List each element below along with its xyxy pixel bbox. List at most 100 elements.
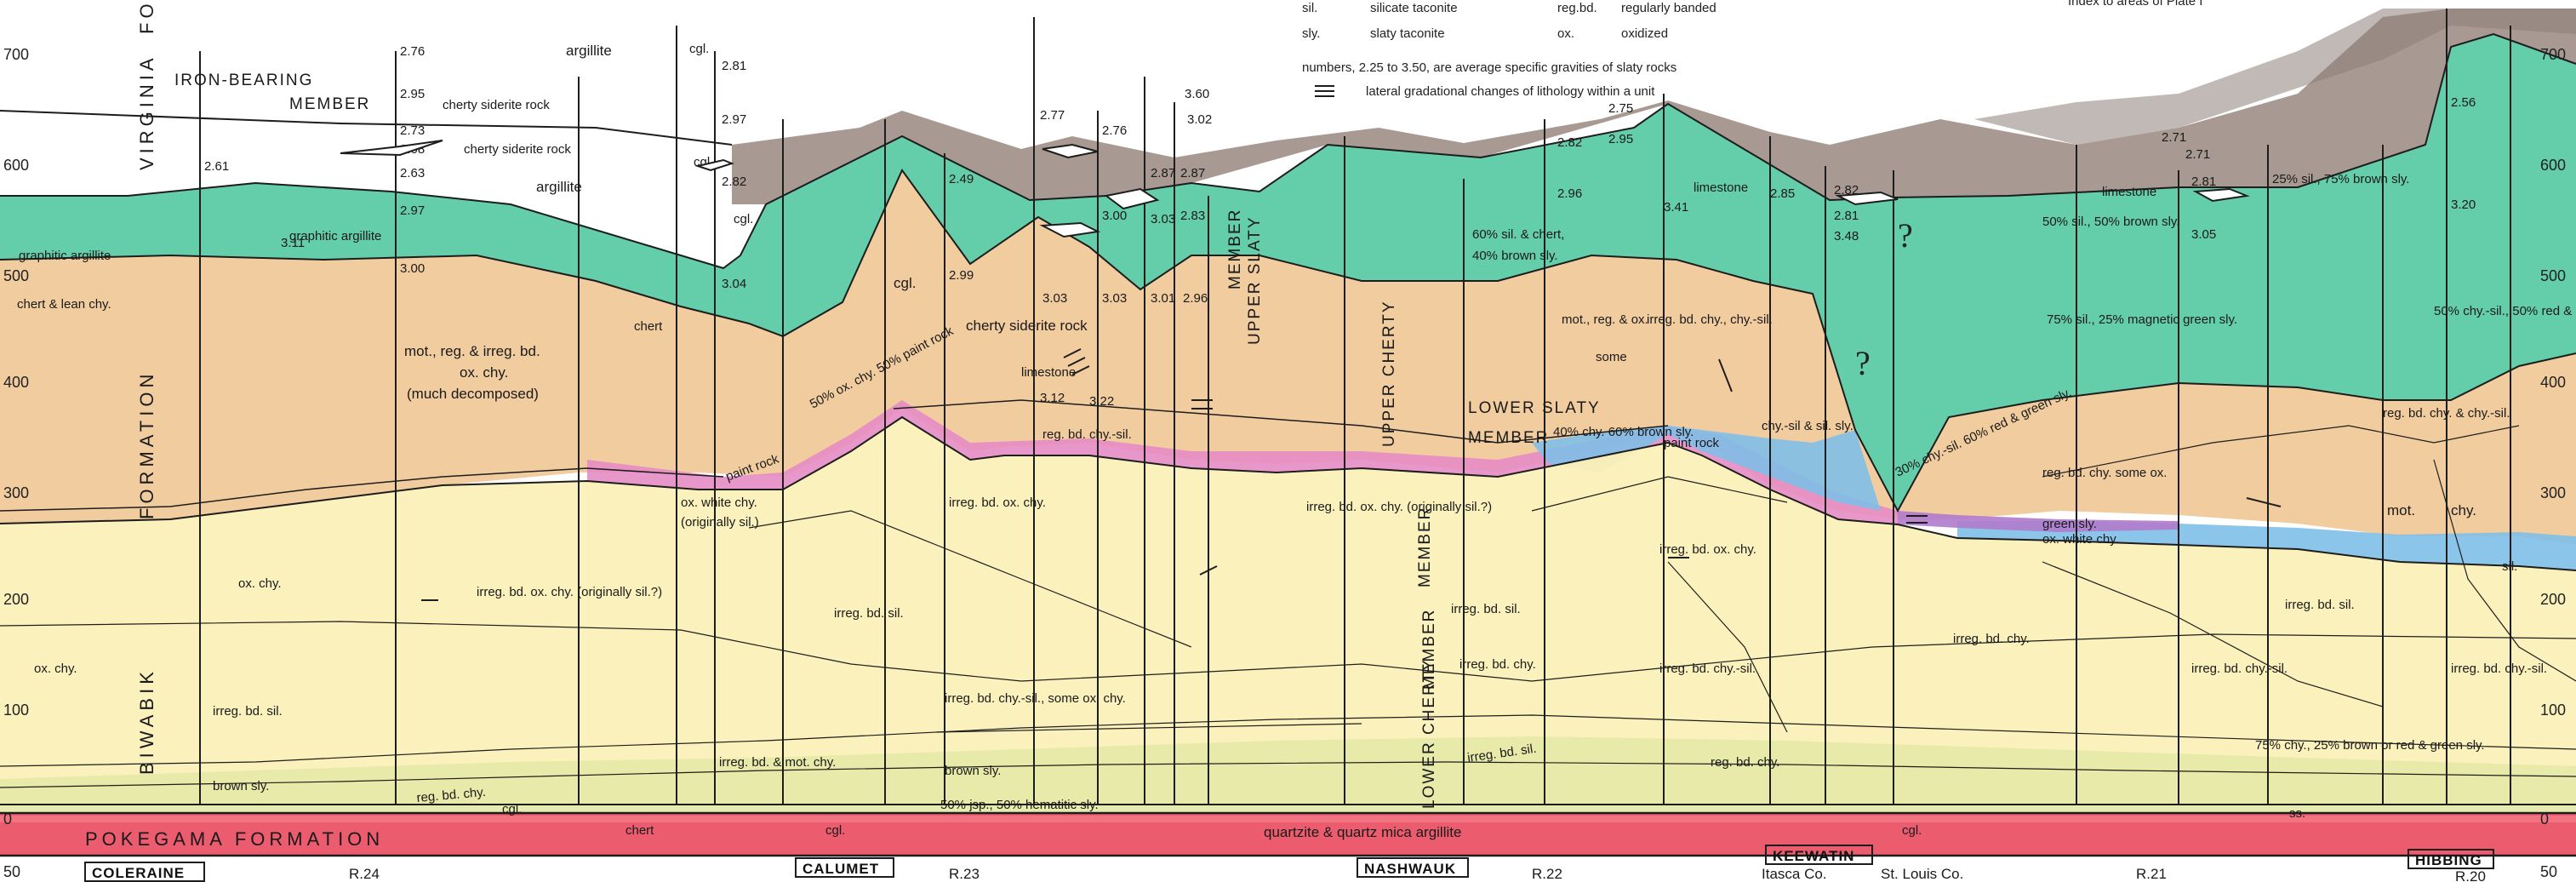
gravity-value: 2.56 xyxy=(2451,95,2476,110)
question-mark-upper: ? xyxy=(1898,216,1913,255)
gravity-value: 2.87 xyxy=(1151,166,1175,180)
gravity-value: 3.03 xyxy=(1151,212,1175,226)
mot-label: mot. xyxy=(2387,502,2415,518)
argillite-mid-label: argillite xyxy=(536,179,582,195)
place-names: COLERAINE CALUMET NASHWAUK KEEWATIN HIBB… xyxy=(84,845,2494,882)
iron-bearing-member-label: MEMBER xyxy=(289,95,370,113)
gradational-symbol xyxy=(1315,85,1334,97)
legend-text-regbd: regularly banded xyxy=(1621,1,1716,15)
irreg-bd-sil-mid-label: irreg. bd. sil. xyxy=(834,606,904,621)
irreg-bd-ox-chy-orig-label: irreg. bd. ox. chy. (originally sil.?) xyxy=(1306,500,1492,514)
calumet-box xyxy=(795,857,894,878)
range-23-label: R.23 xyxy=(949,866,980,882)
gravity-value: 3.12 xyxy=(1040,391,1065,405)
brown-sly-calumet-label: brown sly. xyxy=(945,764,1001,778)
right-tick-400: 400 xyxy=(2540,374,2566,391)
gravity-value: 2.81 xyxy=(2191,175,2216,189)
left-tick-100: 100 xyxy=(3,702,29,719)
gravity-value: 2.96 xyxy=(1183,291,1208,306)
ox-chy-far-left-label: ox. chy. xyxy=(34,662,77,676)
brown-sly-40-label: 40% brown sly. xyxy=(1472,249,1558,263)
brown-sly-left-label: brown sly. xyxy=(213,779,269,793)
legend-text-sly: slaty taconite xyxy=(1370,26,1445,41)
jsp-hematitic-label: 50% jsp., 50% hematitic sly. xyxy=(940,798,1099,812)
legend-note-gravities: numbers, 2.25 to 3.50, are average speci… xyxy=(1302,60,1676,75)
gravity-value: 2.81 xyxy=(722,59,746,73)
gravity-value: 3.05 xyxy=(2191,227,2216,242)
gravity-value: 3.04 xyxy=(722,277,746,291)
legend-abbr-regbd: reg.bd. xyxy=(1557,1,1597,15)
sil-25-75-label: 25% sil., 75% brown sly. xyxy=(2272,172,2409,186)
gravity-value: 2.77 xyxy=(1040,108,1065,123)
upper-cherty-tan xyxy=(0,170,2576,545)
irreg-bd-ox-chy-calumet-label: irreg. bd. ox. chy. xyxy=(949,495,1046,510)
limestone-hibbing-label: limestone xyxy=(2102,185,2156,199)
right-tick-700: 700 xyxy=(2540,46,2566,63)
ox-white-chy-label: ox. white chy. xyxy=(681,495,757,510)
irreg-bd-chy-sil-farright-label: irreg. bd. chy.-sil. xyxy=(2451,662,2547,676)
right-tick-50: 50 xyxy=(2540,863,2557,880)
gravity-value: 2.49 xyxy=(949,172,974,186)
legend: sil. silicate taconite reg.bd. regularly… xyxy=(1302,0,2202,99)
gravity-value: 2.83 xyxy=(1180,209,1205,223)
gravity-value: 2.99 xyxy=(949,268,974,283)
chert-lean-label: chert & lean chy. xyxy=(17,297,111,312)
gravity-value: 2.85 xyxy=(1770,186,1795,201)
irreg-bd-mot-chy-label: irreg. bd. & mot. chy. xyxy=(719,755,836,770)
hibbing-box xyxy=(2408,849,2494,869)
left-tick-50: 50 xyxy=(3,863,20,880)
gravity-value: 2.97 xyxy=(400,203,425,218)
gravity-value: 2.95 xyxy=(400,87,425,101)
green-sly-label: green sly. xyxy=(2042,517,2097,531)
range-24-label: R.24 xyxy=(349,866,380,882)
legend-abbr-sil: sil. xyxy=(1302,1,1317,15)
argillite-band-top xyxy=(1974,9,2576,145)
gravity-value: 2.87 xyxy=(1180,166,1205,180)
legend-note-gradational: lateral gradational changes of lithology… xyxy=(1366,84,1655,99)
mot-reg-ox-label: mot., reg. & ox. xyxy=(1562,312,1648,327)
gravity-value: 2.73 xyxy=(400,123,425,138)
formation-labels: VIRGINIA FORMATION BIWABIK FORMATION POK… xyxy=(85,0,1599,850)
upper-slaty-green xyxy=(0,34,2576,511)
cherty-siderite-top-label: cherty siderite rock xyxy=(443,98,550,112)
irreg-bd-chy-sil-label: irreg. bd. chy., chy.-sil. xyxy=(1647,312,1773,327)
some-label: some xyxy=(1596,350,1627,364)
chy-sil-50-label: 50% chy.-sil., 50% red & green sly. xyxy=(2434,304,2576,318)
cherty-siderite-mid-label: cherty siderite rock xyxy=(464,142,571,157)
hibbing-label: HIBBING xyxy=(2415,852,2482,868)
right-tick-100: 100 xyxy=(2540,702,2566,719)
lower-slaty-member-label: MEMBER xyxy=(1468,429,1549,447)
right-tick-500: 500 xyxy=(2540,267,2566,284)
pokegama-highlight xyxy=(0,816,2576,822)
irreg-bd-chy-right-label: irreg. bd. chy. xyxy=(1953,632,2030,646)
gravity-value: 2.82 xyxy=(722,175,746,189)
cgl-keewatin-low-label: cgl. xyxy=(1902,823,1922,838)
lower-cherty-label: LOWER CHERTY xyxy=(1420,658,1438,809)
upper-slaty-member-label: MEMBER xyxy=(1226,209,1244,289)
gravity-value: 3.02 xyxy=(1187,112,1212,127)
lower-slaty-greenish xyxy=(0,736,2576,813)
chy-label: chy. xyxy=(2451,502,2476,518)
gravity-value: 2.63 xyxy=(400,166,425,180)
much-decomposed-label: (much decomposed) xyxy=(407,386,539,402)
gravity-value: 2.75 xyxy=(1608,101,1633,116)
reg-bd-chy-ox-label: reg. bd. chy. some ox. xyxy=(2042,466,2167,480)
chert-low-label: chert xyxy=(625,823,654,838)
pokegama-red xyxy=(0,813,2576,856)
nashwauk-label: NASHWAUK xyxy=(1364,861,1456,877)
gravity-value: 3.00 xyxy=(400,261,425,276)
left-tick-700: 700 xyxy=(3,46,29,63)
gravity-value: 3.03 xyxy=(1102,291,1127,306)
biwabik-formation-label: FORMATION xyxy=(136,370,157,519)
mot-reg-label: mot., reg. & irreg. bd. xyxy=(404,343,540,359)
sil-right-label: sil. xyxy=(2502,559,2517,574)
irreg-bd-ox-chy-orig2-label: irreg. bd. ox. chy. (originally sil.?) xyxy=(477,585,662,599)
graphitic-argillite-left-label: graphitic argillite xyxy=(19,249,111,263)
keewatin-box xyxy=(1765,845,1873,865)
biwabik-label: BIWABIK xyxy=(136,667,157,775)
paint-rock-pink xyxy=(587,400,1898,524)
ox-chy-left-label: ox. chy. xyxy=(238,576,282,591)
reg-bd-chy-sil-calumet-label: reg. bd. chy.-sil. xyxy=(1042,427,1132,442)
iron-bearing-label: IRON-BEARING xyxy=(174,72,313,89)
gravity-value: 2.95 xyxy=(1608,132,1633,146)
